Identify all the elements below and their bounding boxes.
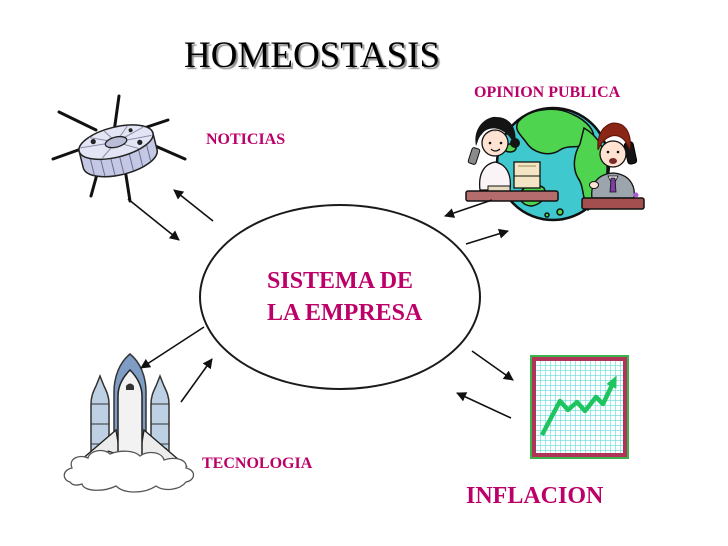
anchor-woman bbox=[465, 116, 559, 202]
arrow-inflacion-to-ellipse bbox=[456, 392, 512, 419]
satellite-body bbox=[78, 124, 158, 178]
central-node-line1: SISTEMA DE bbox=[267, 268, 414, 294]
central-node-text: SISTEMA DE LA EMPRESA bbox=[267, 265, 422, 329]
label-noticias: NOTICIAS bbox=[206, 131, 286, 148]
inflation-chart-icon bbox=[530, 355, 629, 459]
central-ellipse bbox=[199, 204, 481, 390]
central-node-line2: LA EMPRESA bbox=[267, 300, 423, 326]
satellite-icon bbox=[50, 92, 188, 208]
label-tecnologia: TECNOLOGIA bbox=[202, 455, 313, 472]
inflation-trend-line bbox=[540, 375, 617, 437]
label-opinion-publica: OPINION PUBLICA bbox=[474, 84, 621, 101]
anchor-man bbox=[581, 122, 645, 210]
label-inflacion: INFLACION bbox=[466, 483, 604, 509]
arrow-ellipse-to-inflacion bbox=[471, 350, 514, 381]
shuttle-smoke bbox=[63, 449, 195, 493]
arrow-ellipse-to-opinion bbox=[465, 228, 509, 245]
space-shuttle-icon bbox=[60, 352, 202, 498]
page-title: HOMEOSTASIS bbox=[184, 35, 441, 76]
news-anchors-globe-icon bbox=[460, 98, 646, 228]
